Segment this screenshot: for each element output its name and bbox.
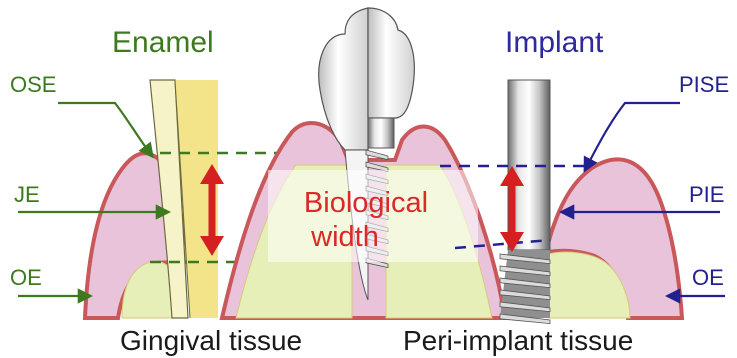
implant-title: Implant (505, 26, 604, 59)
center-illustration (222, 8, 505, 318)
gingival-tissue-caption: Gingival tissue (120, 325, 302, 356)
ose-label: OSE (10, 72, 56, 97)
implant-crown (368, 8, 414, 118)
right-oe-label: OE (692, 265, 724, 290)
peri-implant-tissue-caption: Peri-implant tissue (403, 325, 633, 356)
enamel-title: Enamel (112, 26, 214, 59)
biological-width-line2: width (310, 221, 379, 253)
center-abutment (368, 118, 394, 148)
left-oe-label: OE (10, 265, 42, 290)
pise-label: PISE (679, 72, 729, 97)
pise-pointer-arrow (585, 103, 680, 170)
pie-label: PIE (689, 182, 724, 207)
ose-pointer-arrow (58, 103, 152, 156)
je-label: JE (14, 182, 40, 207)
biological-width-line1: Biological (304, 187, 428, 219)
